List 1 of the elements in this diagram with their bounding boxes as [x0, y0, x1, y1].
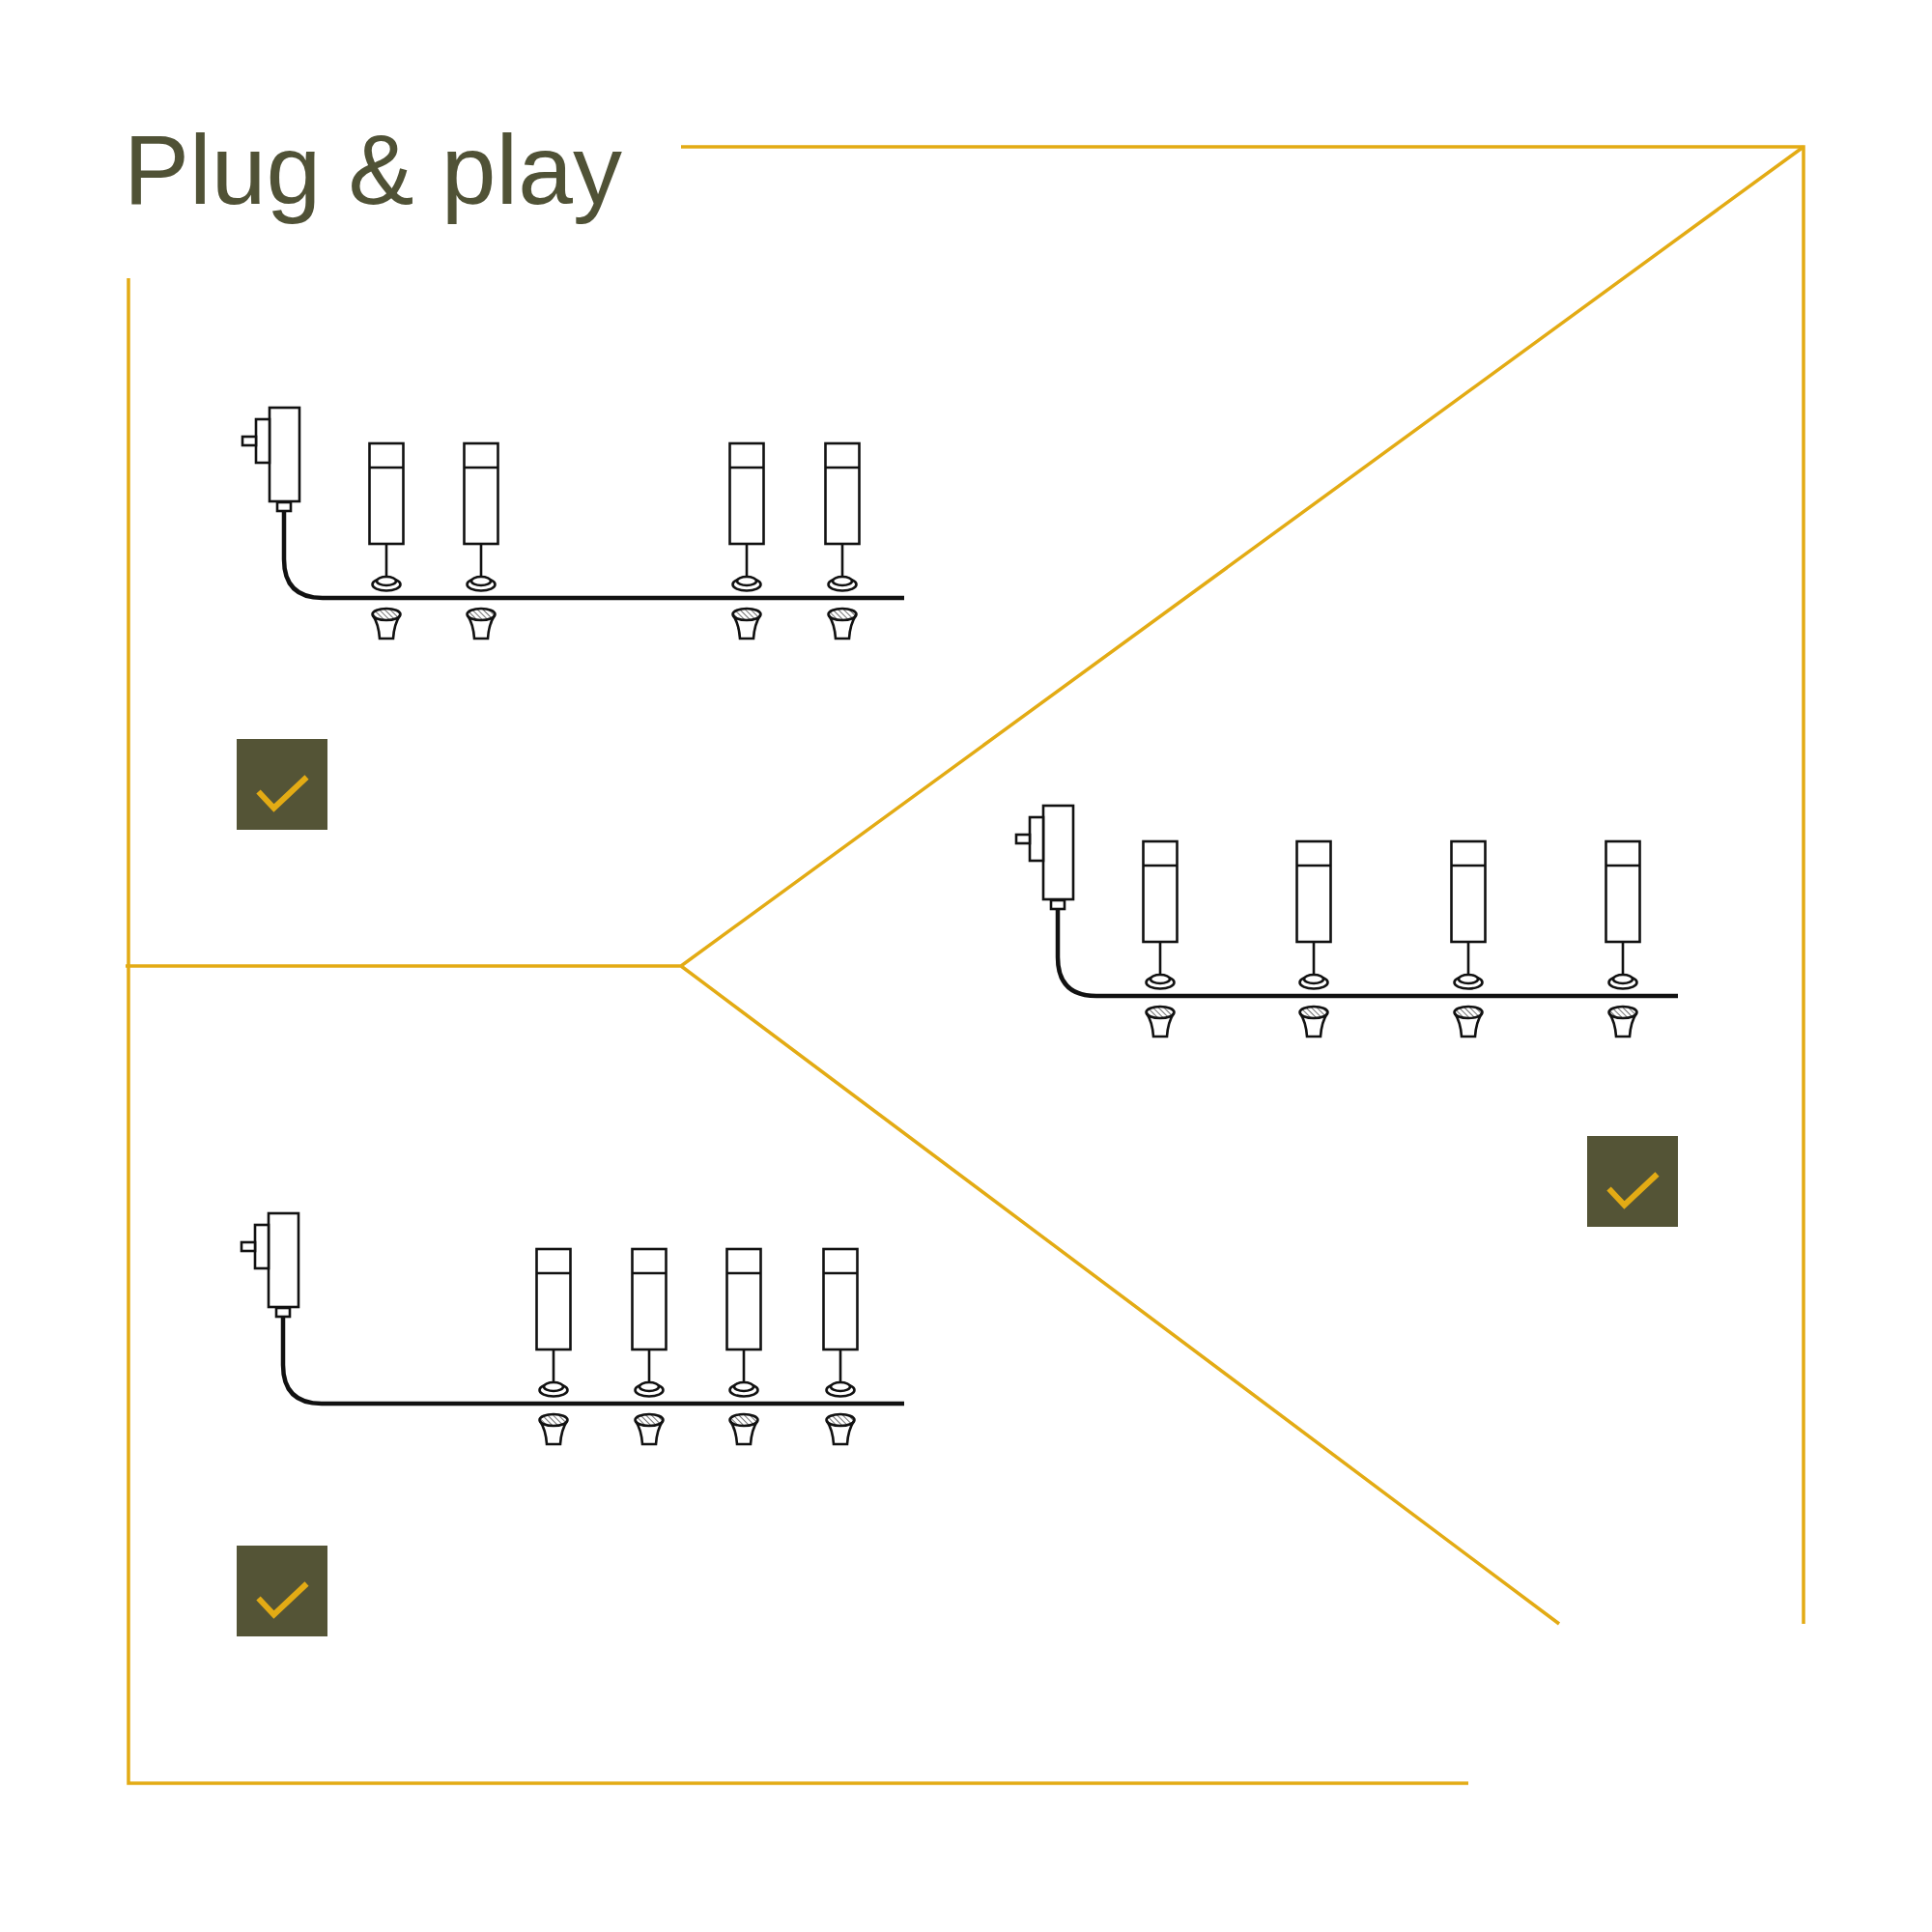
page-title: Plug & play	[123, 114, 623, 227]
